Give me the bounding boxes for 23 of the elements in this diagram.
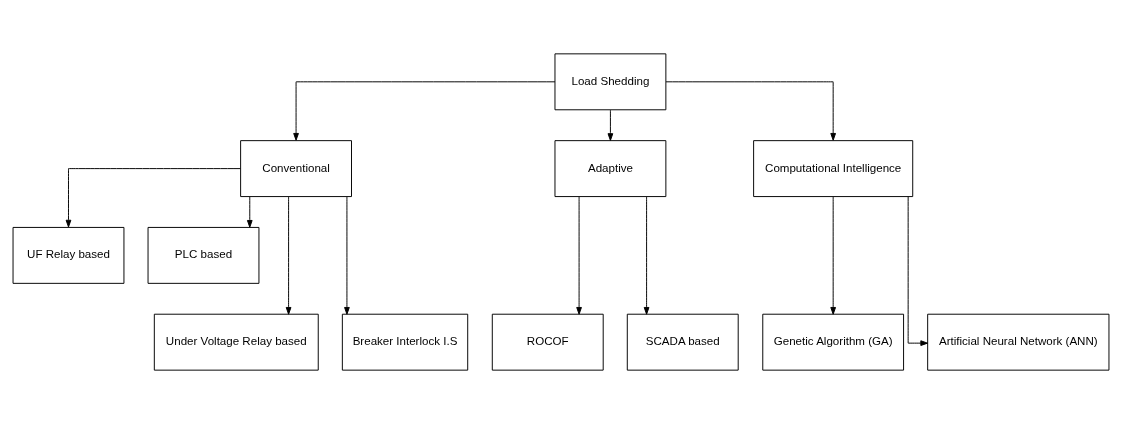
node-box: Genetic Algorithm (GA) — [762, 313, 905, 371]
node-box: ROCOF — [491, 313, 604, 371]
node-box: SCADA based — [626, 313, 739, 371]
arrow — [246, 196, 253, 228]
arrow — [293, 81, 556, 141]
arrow — [285, 196, 292, 315]
arrow — [607, 109, 614, 141]
arrow — [665, 81, 836, 141]
node-box: Load Shedding — [554, 53, 667, 111]
node-box: UF Relay based — [12, 226, 125, 284]
arrow — [830, 196, 836, 315]
node-box: Breaker Interlock I.S — [341, 313, 469, 371]
node-box: Computational Intelligence — [753, 140, 914, 198]
arrow — [907, 196, 929, 346]
arrow — [344, 196, 350, 315]
node-box: Adaptive — [554, 140, 667, 198]
node-box: Artificial Neural Network (ANN) — [927, 313, 1110, 371]
arrow — [576, 196, 582, 315]
node-box: Under Voltage Relay based — [153, 313, 319, 371]
node-box: Conventional — [240, 140, 352, 198]
arrow — [65, 168, 241, 228]
arrow — [643, 196, 650, 315]
node-box: PLC based — [147, 226, 260, 284]
